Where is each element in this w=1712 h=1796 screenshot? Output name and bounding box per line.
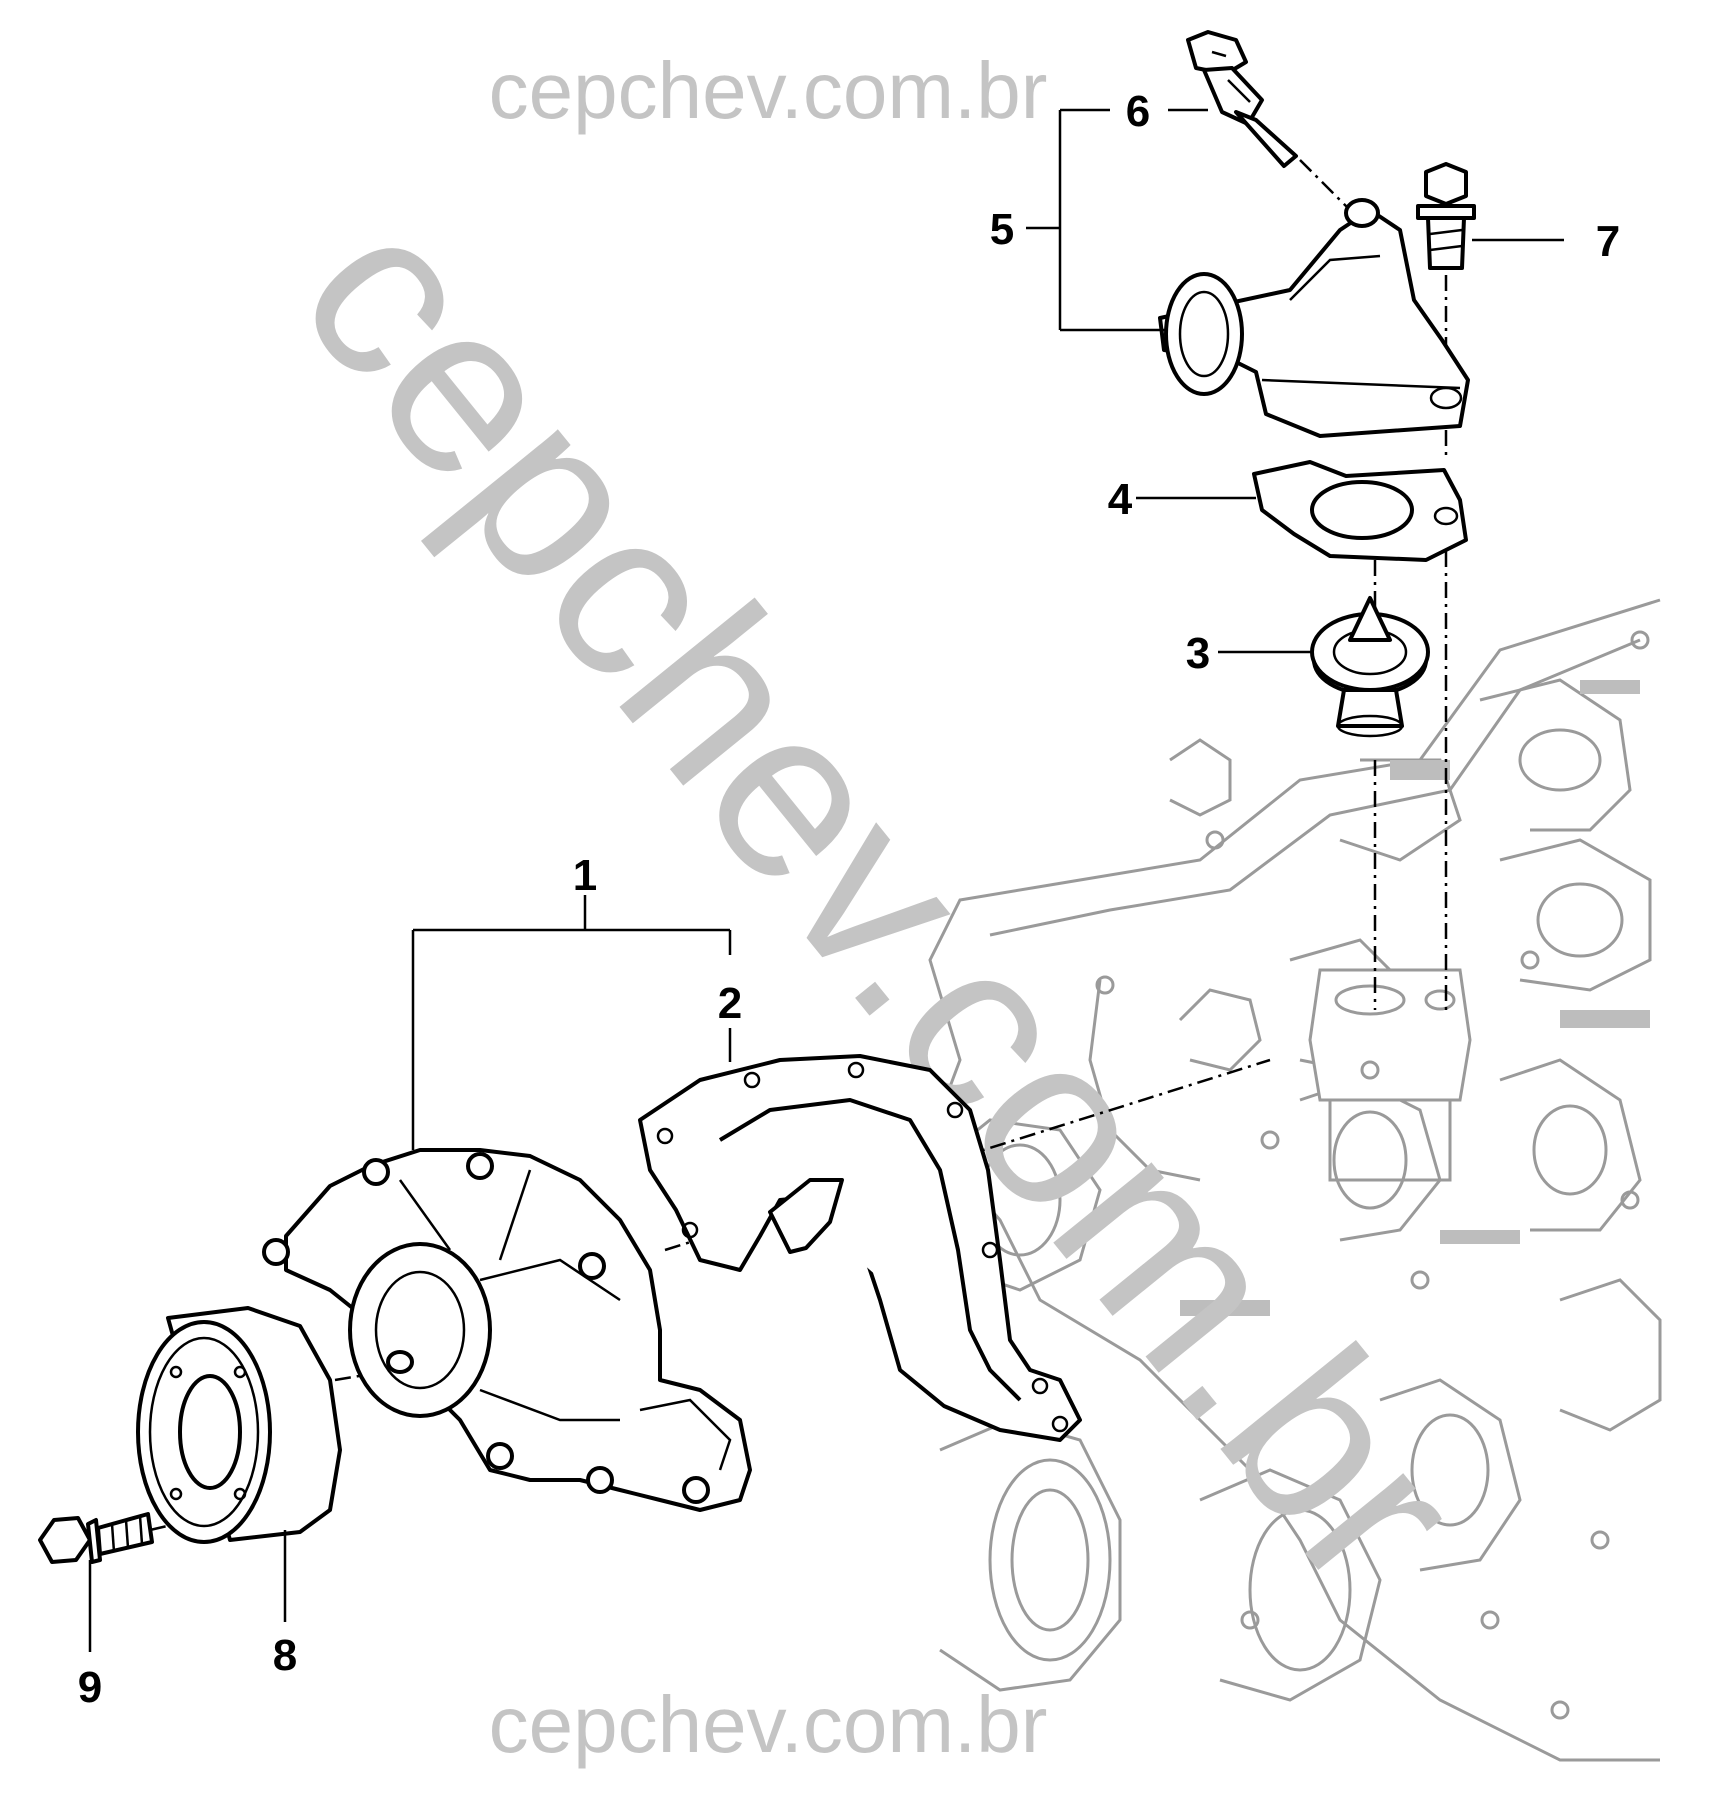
callout-3: 3 [1186, 629, 1210, 678]
watermark-top: cepchev.com.br [489, 46, 1048, 135]
engine-block [928, 598, 1662, 1762]
part-7-housing-bolt [1416, 162, 1476, 270]
callout-2: 2 [718, 979, 742, 1028]
callouts: 1 2 3 4 5 6 7 8 9 [78, 87, 1620, 1712]
part-9-pulley-bolt [38, 1512, 154, 1564]
part-1-water-pump [262, 1148, 752, 1512]
part-2-water-pump-gasket [638, 1054, 1082, 1442]
callout-8: 8 [273, 1631, 297, 1680]
part-4-gasket [1252, 460, 1468, 562]
callout-5: 5 [990, 205, 1014, 254]
watermark-bottom: cepchev.com.br [489, 1680, 1048, 1769]
part-5-thermostat-housing [1158, 198, 1470, 438]
part-6-temperature-sensor [1186, 30, 1298, 168]
callout-1: 1 [573, 851, 597, 900]
callout-4: 4 [1108, 475, 1133, 524]
leader-lines [88, 108, 1564, 1652]
callout-7: 7 [1596, 217, 1620, 266]
callout-6: 6 [1126, 87, 1150, 136]
part-3-thermostat [1310, 596, 1430, 738]
part-8-pulley [136, 1306, 342, 1544]
callout-9: 9 [78, 1663, 102, 1712]
